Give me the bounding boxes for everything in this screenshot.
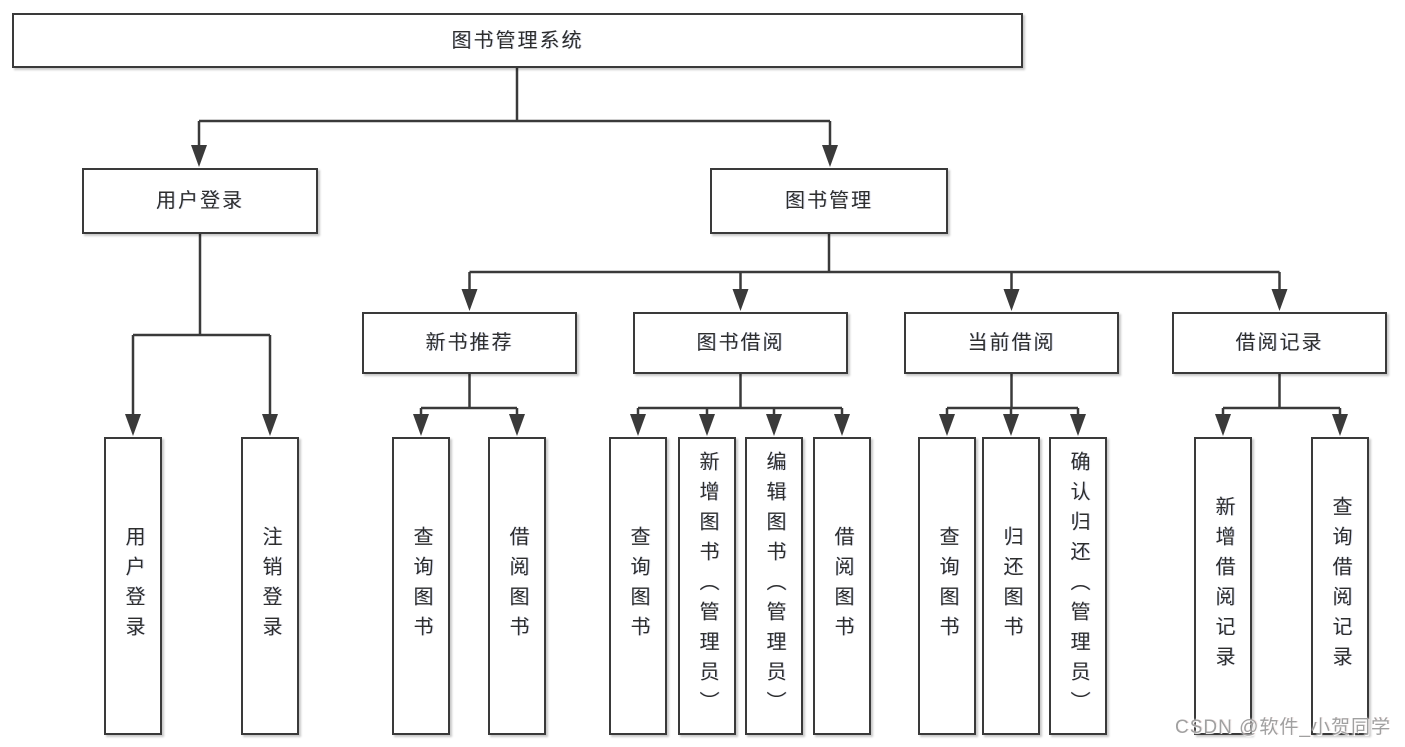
leaf-edit-books-admin: 编辑图书（管理员） xyxy=(745,437,803,735)
arrowhead-icon xyxy=(834,414,850,436)
node-label: 借阅记录 xyxy=(1235,332,1324,354)
node-label: 查询图书 xyxy=(627,526,649,646)
leaf-borrow-books-recommend: 借阅图书 xyxy=(488,437,546,735)
arrowhead-icon xyxy=(732,289,749,311)
node-label: 查询图书 xyxy=(410,526,432,646)
leaf-borrow-books: 借阅图书 xyxy=(813,437,871,735)
node-label: 借阅图书 xyxy=(831,526,853,646)
arrowhead-icon xyxy=(461,289,478,311)
node-current-borrow: 当前借阅 xyxy=(904,312,1119,374)
leaf-add-borrow-record: 新增借阅记录 xyxy=(1194,437,1252,735)
arrowhead-icon xyxy=(509,414,525,436)
arrowhead-icon xyxy=(125,414,141,436)
leaf-add-books-admin: 新增图书（管理员） xyxy=(678,437,736,735)
node-label: 注销登录 xyxy=(259,526,281,646)
node-label: 图书借阅 xyxy=(696,332,785,354)
node-label: 图书管理 xyxy=(785,190,873,212)
leaf-query-books-recommend: 查询图书 xyxy=(392,437,450,735)
leaf-query-borrow-record: 查询借阅记录 xyxy=(1311,437,1369,735)
arrowhead-icon xyxy=(939,414,955,436)
node-label: 确认归还（管理员） xyxy=(1067,451,1089,721)
node-label: 用户登录 xyxy=(156,190,244,212)
leaf-logout: 注销登录 xyxy=(241,437,299,735)
node-label: 新增借阅记录 xyxy=(1212,496,1234,676)
node-user-login: 用户登录 xyxy=(82,168,318,234)
node-label: 用户登录 xyxy=(122,526,144,646)
leaf-confirm-return-admin: 确认归还（管理员） xyxy=(1049,437,1107,735)
node-label: 图书管理系统 xyxy=(451,29,584,52)
node-label: 新书推荐 xyxy=(425,332,514,354)
node-label: 编辑图书（管理员） xyxy=(763,451,785,721)
node-label: 归还图书 xyxy=(1000,526,1022,646)
arrowhead-icon xyxy=(766,414,782,436)
node-label: 借阅图书 xyxy=(506,526,528,646)
leaf-query-books: 查询图书 xyxy=(609,437,667,735)
arrowhead-icon xyxy=(630,414,646,436)
arrowhead-icon xyxy=(1070,414,1086,436)
arrowhead-icon xyxy=(1332,414,1348,436)
node-label: 新增图书（管理员） xyxy=(696,451,718,721)
arrowhead-icon xyxy=(1271,289,1288,311)
arrowhead-icon xyxy=(1215,414,1231,436)
arrowhead-icon xyxy=(1003,289,1020,311)
watermark: CSDN @软件_小贺同学 xyxy=(1175,717,1391,738)
node-borrow-records: 借阅记录 xyxy=(1172,312,1387,374)
node-library-system: 图书管理系统 xyxy=(12,13,1023,68)
arrowhead-icon xyxy=(699,414,715,436)
leaf-return-books: 归还图书 xyxy=(982,437,1040,735)
arrowhead-icon xyxy=(191,145,207,167)
leaf-query-books-current: 查询图书 xyxy=(918,437,976,735)
node-label: 查询图书 xyxy=(936,526,958,646)
arrowhead-icon xyxy=(262,414,278,436)
node-new-book-recommend: 新书推荐 xyxy=(362,312,577,374)
arrowhead-icon xyxy=(1003,414,1019,436)
arrowhead-icon xyxy=(413,414,429,436)
node-book-management: 图书管理 xyxy=(710,168,948,234)
leaf-user-login: 用户登录 xyxy=(104,437,162,735)
node-label: 查询借阅记录 xyxy=(1329,496,1351,676)
arrowhead-icon xyxy=(822,145,838,167)
node-label: 当前借阅 xyxy=(967,332,1056,354)
node-book-borrow: 图书借阅 xyxy=(633,312,848,374)
